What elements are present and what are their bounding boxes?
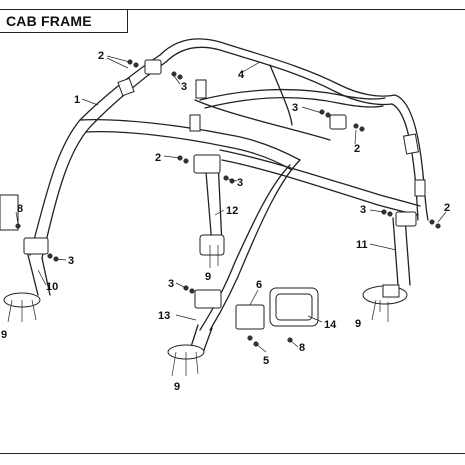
callout-3b: 3 <box>292 102 298 114</box>
callout-9a: 9 <box>205 271 211 283</box>
frame-hardware <box>0 59 441 377</box>
title-box: CAB FRAME <box>0 9 128 33</box>
callout-8b: 8 <box>299 342 305 354</box>
callout-2d: 2 <box>444 202 450 214</box>
diagram-title: CAB FRAME <box>6 13 92 29</box>
callout-14: 14 <box>324 319 337 331</box>
bottom-border-line <box>0 453 465 454</box>
callout-2a: 2 <box>98 50 104 62</box>
callout-13: 13 <box>158 310 170 322</box>
callout-3e: 3 <box>68 255 74 267</box>
callout-3a: 3 <box>181 81 187 93</box>
callout-labels: 1 2 3 4 3 2 2 3 12 3 2 11 8 3 10 9 3 6 1… <box>1 50 450 393</box>
cab-frame-tubes <box>27 38 429 351</box>
leader-lines <box>15 55 447 353</box>
callout-4: 4 <box>238 69 245 81</box>
callout-2c: 2 <box>155 152 161 164</box>
callout-3f: 3 <box>168 278 174 290</box>
callout-6: 6 <box>256 279 262 291</box>
callout-9c: 9 <box>1 329 7 341</box>
callout-5: 5 <box>263 355 269 367</box>
callout-11: 11 <box>356 239 368 251</box>
callout-3d: 3 <box>360 204 366 216</box>
callout-2b: 2 <box>354 143 360 155</box>
callout-1: 1 <box>74 94 80 106</box>
callout-12: 12 <box>226 205 238 217</box>
callout-9b: 9 <box>355 318 361 330</box>
callout-9d: 9 <box>174 381 180 393</box>
callout-8a: 8 <box>17 203 23 215</box>
top-border-line <box>128 9 465 10</box>
callout-10: 10 <box>46 281 58 293</box>
callout-3c: 3 <box>237 177 243 189</box>
